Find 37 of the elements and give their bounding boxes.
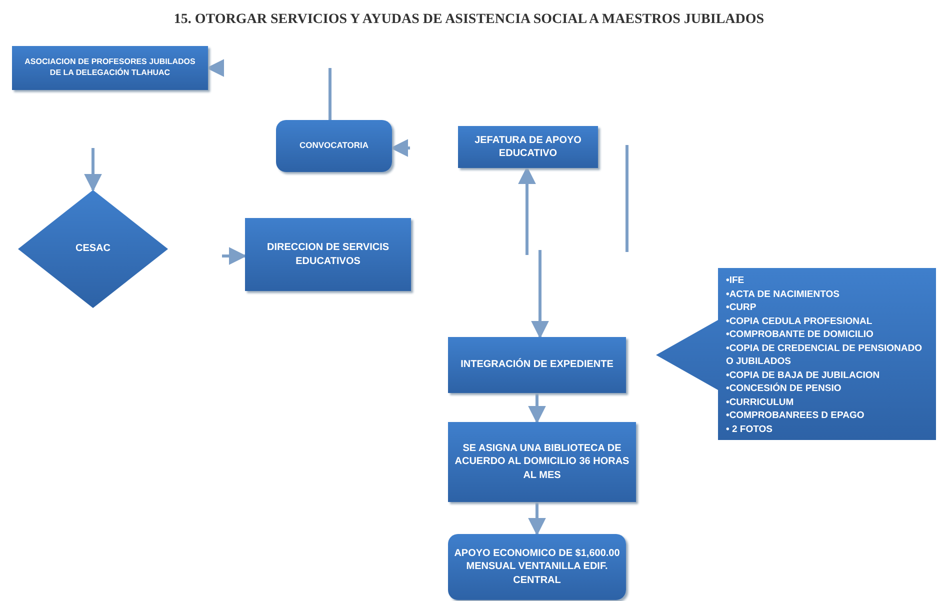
- arrow-callout: [656, 268, 938, 440]
- diagram-title: 15. OTORGAR SERVICIOS Y AYUDAS DE ASISTENCIA SOCIAL A MAESTROS JUBILADOS: [172, 12, 766, 28]
- list-item: •COMPROBANTE DE DOMICILIO: [726, 328, 874, 342]
- rounded-box: [448, 534, 626, 600]
- process-box: [448, 337, 626, 393]
- node-label: JEFATURA DE APOYO EDUCATIVO: [474, 134, 582, 160]
- process-box: [448, 422, 636, 502]
- list-item: •COPIA DE CREDENCIAL DE PENSIONADO O JUBILADOS: [726, 342, 923, 368]
- list-item: •COPIA DE BAJA DE JUBILACION: [726, 368, 881, 382]
- arrow: [390, 139, 410, 157]
- decision-diamond: [18, 190, 168, 308]
- list-item: • 2 FOTOS: [726, 422, 774, 436]
- rounded-box: [276, 120, 392, 172]
- arrow: [518, 166, 536, 255]
- list-item: •COPIA CEDULA PROFESIONAL: [726, 314, 874, 328]
- list-item: •CURP: [726, 301, 758, 314]
- node-label: ASOCIACION DE PROFESORES JUBILADOS DE LA DELEGACIÓN TLAHUAC: [24, 57, 196, 79]
- process-box: [245, 218, 411, 291]
- node-label: CONVOCATORIA: [299, 140, 369, 152]
- node-label: APOYO ECONOMICO DE $1,600.00 MENSUAL VENTANILLA EDIF. CENTRAL: [454, 546, 620, 588]
- node-label: CESAC: [75, 242, 110, 256]
- node-label: SE ASIGNA UNA BIBLIOTECA DE ACUERDO AL DOMICILIO 36 HORAS AL MES: [454, 442, 630, 482]
- list-item: •CONCESIÓN DE PENSIO: [726, 382, 842, 396]
- arrow: [84, 148, 102, 192]
- node-label: INTEGRACIÓN DE EXPEDIENTE: [460, 358, 614, 372]
- node-label: DIRECCION DE SERVICIS EDUCATIVOS: [266, 241, 390, 268]
- list-item: •COMPROBANREES D EPAGO: [726, 409, 866, 422]
- arrow: [531, 250, 549, 339]
- arrow: [206, 59, 224, 77]
- arrow: [528, 393, 546, 424]
- arrow: [528, 502, 546, 536]
- process-box: [12, 46, 208, 90]
- process-box: [458, 126, 598, 168]
- list-item: •IFE: [726, 274, 746, 288]
- arrow: [222, 247, 247, 265]
- list-item: •ACTA DE NACIMIENTOS: [726, 288, 840, 301]
- list-item: •CURRICULUM: [726, 396, 795, 409]
